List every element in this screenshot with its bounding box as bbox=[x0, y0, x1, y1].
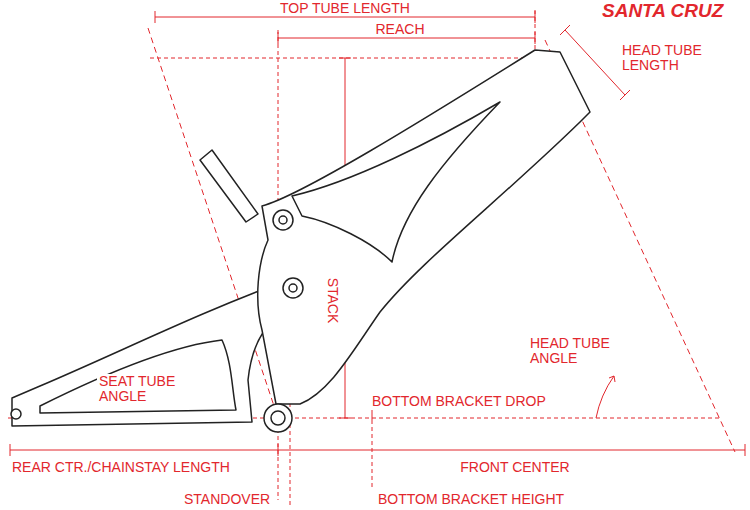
stack-top-extension bbox=[150, 58, 560, 59]
arrow-head bbox=[609, 376, 615, 382]
dimension-label: HEAD TUBE ANGLE bbox=[528, 336, 630, 366]
dimension-label: STACK bbox=[325, 275, 340, 325]
dimension-label: BOTTOM BRACKET HEIGHT bbox=[376, 492, 566, 507]
dimension-label: BOTTOM BRACKET DROP bbox=[370, 394, 548, 409]
dimension-lines bbox=[8, 10, 745, 508]
dimension-label: TOP TUBE LENGTH bbox=[278, 1, 412, 16]
seat-tube-stub bbox=[200, 150, 258, 222]
head-angle-arc bbox=[596, 376, 614, 418]
top-tube-dimension bbox=[155, 17, 535, 18]
dimension-label: HEAD TUBE LENGTH bbox=[620, 43, 712, 73]
swingarm-cutout bbox=[40, 340, 236, 413]
dimension-tick bbox=[745, 444, 746, 456]
dimension-tick bbox=[155, 11, 156, 23]
dimension-label: REACH bbox=[373, 22, 426, 37]
dimension-label: FRONT CENTER bbox=[458, 460, 571, 475]
dimension-tick bbox=[560, 25, 570, 35]
bb-drop-dimension bbox=[372, 410, 373, 420]
pivot-bolt bbox=[289, 284, 297, 292]
upper-link-pivot bbox=[273, 210, 293, 230]
dimension-label: REAR CTR./CHAINSTAY LENGTH bbox=[10, 460, 232, 475]
frame bbox=[11, 50, 590, 432]
bottom-bracket bbox=[264, 404, 292, 432]
bb-height-line bbox=[372, 420, 373, 488]
reach-dimension bbox=[278, 38, 535, 39]
lower-link-pivot bbox=[283, 278, 303, 298]
bottom-bracket-bore bbox=[271, 411, 285, 425]
front-triangle-cutout bbox=[292, 102, 500, 262]
pivot-bolt bbox=[279, 216, 287, 224]
wheelbase-dimension bbox=[10, 450, 745, 451]
dimension-tick bbox=[278, 444, 279, 456]
dimension-label: SEAT TUBE ANGLE bbox=[97, 374, 193, 404]
rear-axle bbox=[11, 409, 21, 419]
brand-logo: SANTA CRUZ bbox=[600, 0, 725, 21]
dimension-tick bbox=[620, 90, 630, 100]
dimension-label: STANDOVER bbox=[182, 492, 272, 507]
dimension-tick bbox=[10, 444, 11, 456]
dimension-tick bbox=[339, 58, 351, 59]
